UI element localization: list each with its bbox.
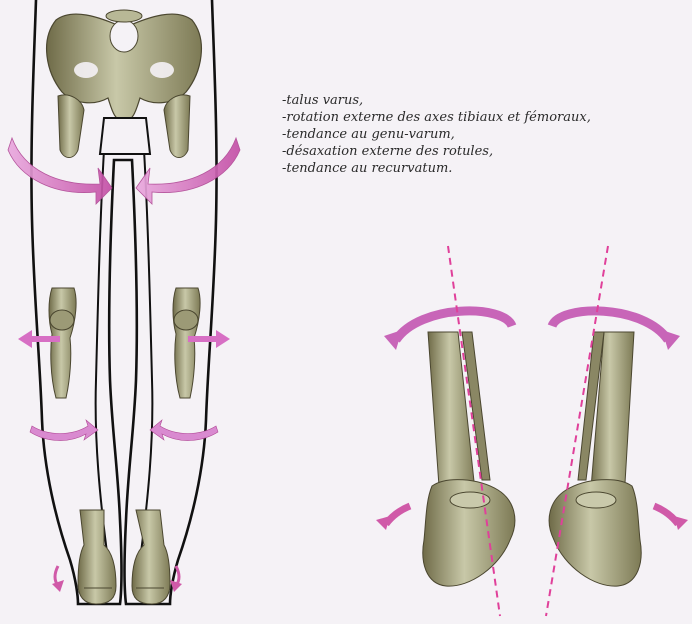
- femur-left: [58, 95, 84, 158]
- ankle-left-view: [376, 246, 515, 616]
- foot-left: [78, 510, 116, 604]
- inner-leg-line-right: [140, 150, 152, 560]
- note-rotation-externe: -rotation externe des axes tibiaux et fé…: [282, 109, 591, 126]
- inner-leg-line-left: [96, 150, 108, 560]
- pubis: [100, 118, 150, 154]
- knee-right: [173, 288, 200, 398]
- knee-left: [49, 288, 76, 398]
- ankle-right-view: [546, 246, 688, 616]
- foot-right: [132, 510, 170, 604]
- clinical-notes-list: -talus varus, -rotation externe des axes…: [282, 92, 591, 177]
- femur-right: [164, 95, 190, 158]
- shin-arrow-right: [150, 420, 218, 441]
- note-recurvatum: -tendance au recurvatum.: [282, 160, 591, 177]
- foot-arrow-left: [52, 566, 64, 592]
- body-front-view: [8, 0, 240, 604]
- note-desaxation-rotules: -désaxation externe des rotules,: [282, 143, 591, 160]
- note-genu-varum: -tendance au genu-varum,: [282, 126, 591, 143]
- note-talus-varus: -talus varus,: [282, 92, 591, 109]
- shin-arrow-left: [30, 420, 98, 441]
